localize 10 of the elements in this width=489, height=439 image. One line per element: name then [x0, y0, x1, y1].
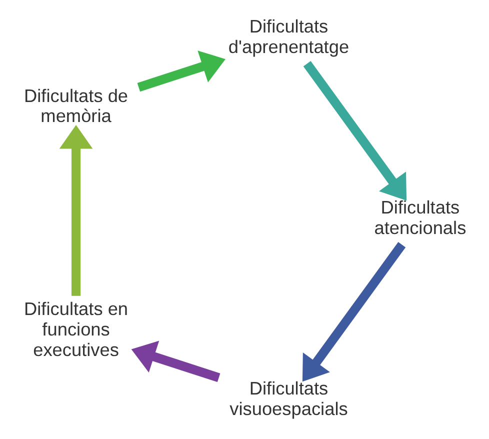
node-text: Dificultats visuoespacials — [229, 378, 348, 419]
node-text: Dificultats de memòria — [24, 86, 128, 126]
node-text: Dificultats d'aprenentatge — [228, 16, 349, 58]
arrow — [58, 124, 92, 296]
node-text: Dificultats en funcions executives — [24, 299, 128, 360]
arrow — [302, 61, 406, 201]
node-text: Dificultats atencionals — [374, 198, 466, 238]
arrow — [130, 340, 220, 382]
arrow — [302, 242, 406, 382]
arrow — [136, 50, 225, 92]
